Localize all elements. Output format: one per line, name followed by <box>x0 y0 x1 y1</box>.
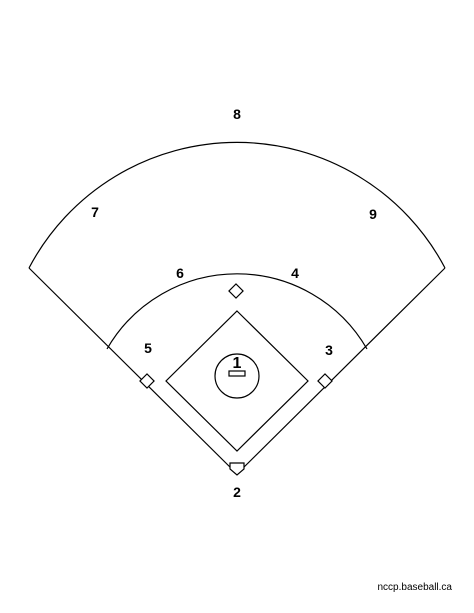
pitcher-label: 1 <box>233 355 242 372</box>
right-field-label: 9 <box>369 206 377 222</box>
first-base <box>317 373 333 389</box>
pitchers-rubber <box>228 370 246 377</box>
catcher-label: 2 <box>233 484 241 500</box>
second-base-label: 4 <box>291 265 299 281</box>
center-field-label: 8 <box>233 106 241 122</box>
outfield-fence <box>28 141 446 269</box>
home-plate <box>229 462 245 476</box>
infield-arc <box>106 273 368 350</box>
pitchers-mound <box>214 353 260 399</box>
source-credit: nccp.baseball.ca <box>377 582 453 593</box>
third-base <box>139 373 155 389</box>
infield-diamond <box>165 310 309 452</box>
first-base-label: 3 <box>325 342 333 358</box>
left-foul-line <box>28 267 238 475</box>
left-field-label: 7 <box>91 204 99 220</box>
third-base-label: 5 <box>144 340 152 356</box>
shortstop-label: 6 <box>176 265 184 281</box>
right-foul-line <box>236 267 446 475</box>
second-base <box>228 283 244 299</box>
